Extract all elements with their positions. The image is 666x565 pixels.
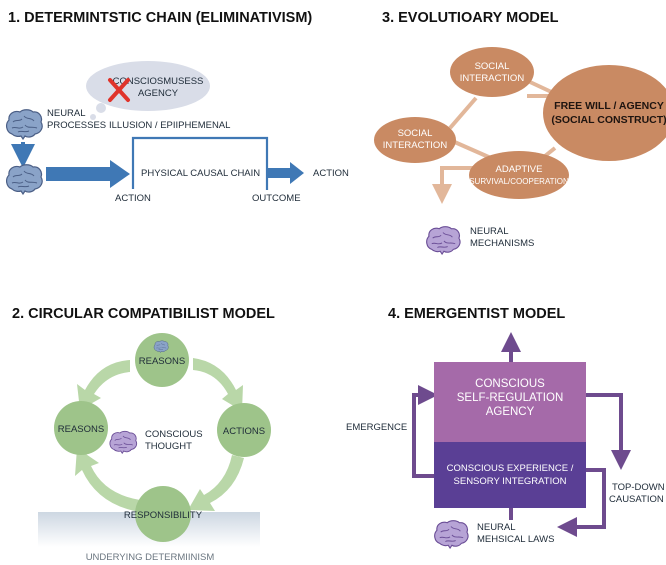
neural-laws-1: NEURAL <box>477 522 516 533</box>
top-down-label-1: TOP-DOWN <box>612 482 665 493</box>
neural-mechanisms-1: NEURAL <box>470 226 509 237</box>
box-sensory-integration <box>434 442 586 508</box>
brain-icon-emergent <box>434 520 469 549</box>
physical-causal-chain-label: PHYSICAL CAUSAL CHAIN <box>141 168 260 179</box>
center-label-1: CONSCIOUS <box>145 429 203 440</box>
node-adaptive-1: ADAPTIVE <box>496 164 543 175</box>
determinism-label: UNDERYING DETERMIINISM <box>86 552 215 563</box>
panel-emergentist: 4. EMERGENTIST MODEL CONSCIOUS SELF-REGU… <box>346 306 665 549</box>
node-social-top <box>450 47 534 97</box>
arrow-top-right <box>193 358 243 411</box>
arrow-bottom-right <box>188 455 244 511</box>
node-actions <box>217 403 271 457</box>
illusion-label: ILLUSION / EPIIPHEMENAL <box>109 120 230 131</box>
node-free-will-2: (SOCIAL CONSTRUCT) <box>551 114 666 126</box>
panel-1-title: 1. DETERMINTSTIC CHAIN (ELIMINATIVISM) <box>8 10 312 26</box>
box-top-1: CONSCIOUS <box>475 378 545 390</box>
arrow-bottom-left <box>75 448 140 512</box>
node-actions-label: ACTIONS <box>223 426 265 437</box>
action-right-label: ACTION <box>313 168 349 179</box>
node-responsibility-label: RESPONSIBILITY <box>124 510 203 521</box>
brain-icon-evo <box>426 226 461 255</box>
neural-processes-line-1: NEURAL <box>47 108 86 119</box>
node-free-will-1: FREE WILL / AGENCY <box>554 100 664 112</box>
node-reasons-left <box>54 401 108 455</box>
box-self-regulation <box>434 362 586 442</box>
cycle-arrows <box>75 358 244 512</box>
node-adaptive-2: (SURVIVAL/COOPERATION) <box>467 177 572 186</box>
node-free-will <box>543 65 666 161</box>
panel-2-title: 2. CIRCULAR COMPATIBILIST MODEL <box>12 306 275 322</box>
box-bottom-2: SENSORY INTEGRATION <box>454 476 567 487</box>
box-bottom-1: CONSCIOUS EXPERIENCE / <box>447 463 574 474</box>
action-left-label: ACTION <box>115 193 151 204</box>
node-social-left-1: SOCIAL <box>398 128 433 139</box>
node-social-left-2: INTERACTION <box>383 140 448 151</box>
node-reasons-left-label: REASONS <box>58 424 104 435</box>
panel-evolutionary: 3. EVOLUTIOARY MODEL SOCIAL INTERACTION … <box>374 10 666 255</box>
bubble-text-2: AGENCY <box>138 88 179 99</box>
red-cross-icon <box>108 78 130 102</box>
center-brain-icon <box>109 430 138 454</box>
arrow-top-left <box>77 360 130 410</box>
bubble-text-1: CONSCIOSMUSESS <box>113 76 204 87</box>
panel-circular-compatibilist: 2. CIRCULAR COMPATIBILIST MODEL UNDERYIN… <box>12 306 275 563</box>
emergence-label: EMERGENCE <box>346 422 407 433</box>
panel-4-title: 4. EMERGENTIST MODEL <box>388 306 565 322</box>
emergence-arrows <box>412 332 631 537</box>
neural-mechanisms-2: MECHANISMS <box>470 238 534 249</box>
brain-icon-2 <box>5 164 43 195</box>
node-reasons-top <box>135 333 189 387</box>
brain-icon <box>5 109 43 140</box>
node-reasons-top-label: REASONS <box>139 356 185 367</box>
box-top-3: AGENCY <box>486 406 535 418</box>
outcome-arrow <box>268 162 304 184</box>
neural-processes-line-2: PROCESSES <box>47 120 106 131</box>
node-adaptive <box>469 151 569 199</box>
neural-laws-2: MEHSICAL LAWS <box>477 534 554 545</box>
panel-3-title: 3. EVOLUTIOARY MODEL <box>382 10 559 26</box>
node-social-top-1: SOCIAL <box>475 61 510 72</box>
node-social-left <box>374 117 456 163</box>
outcome-label: OUTCOME <box>252 193 301 204</box>
causal-chain-bracket <box>131 136 269 190</box>
node-social-top-2: INTERACTION <box>460 73 525 84</box>
box-top-2: SELF-REGULATION <box>457 392 564 404</box>
center-label-2: THOUGHT <box>145 441 192 452</box>
top-down-label-2: CAUSATION <box>609 494 664 505</box>
big-blue-arrow <box>46 160 130 188</box>
consciousness-bubble: CONSCIOSMUSESS AGENCY <box>86 61 210 120</box>
node-responsibility <box>135 486 191 542</box>
panel-deterministic-chain: 1. DETERMINTSTIC CHAIN (ELIMINATIVISM) C… <box>5 10 349 204</box>
